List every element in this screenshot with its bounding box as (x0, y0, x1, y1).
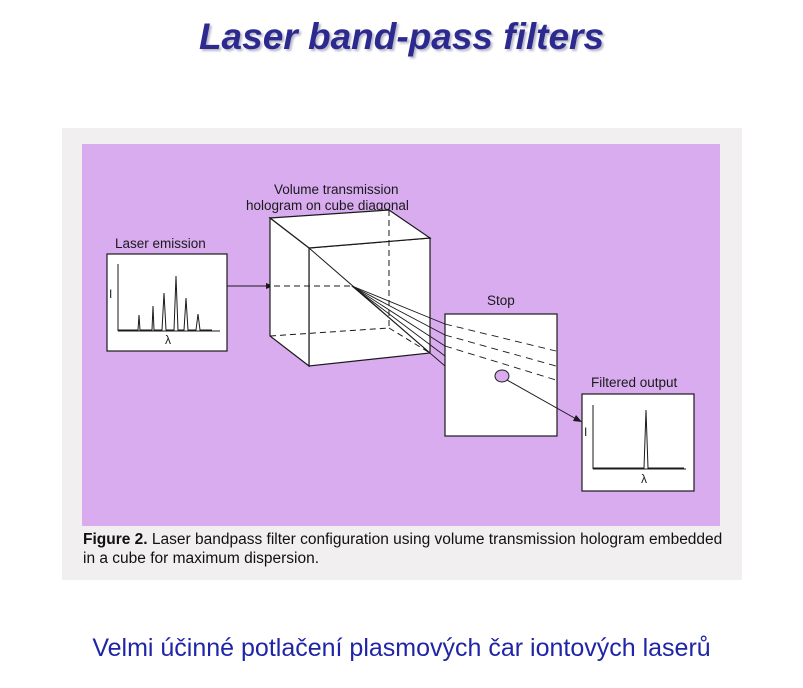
cube-hidden-edge-3 (388, 327, 431, 354)
figure-card: Laser emission I λ Volume transmission h… (62, 128, 742, 580)
stop-aperture (494, 369, 510, 383)
output-beam (506, 379, 579, 421)
caption-text: Laser bandpass filter configuration usin… (83, 531, 723, 567)
hologram-label-line1: Volume transmission (274, 182, 399, 197)
emission-intensity-label: I (109, 287, 112, 301)
emission-wavelength-label: λ (165, 333, 171, 347)
hologram-label-line2: hologram on cube diagonal (246, 198, 409, 213)
hologram-cube (268, 209, 432, 368)
figure-caption: Figure 2. Laser bandpass filter configur… (83, 530, 733, 568)
output-wavelength-label: λ (641, 472, 647, 486)
caption-lead: Figure 2. (83, 531, 148, 548)
slide-subtitle: Velmi účinné potlačení plasmových čar io… (92, 634, 711, 662)
laser-emission-spectrum: I λ (106, 253, 228, 352)
emission-peaks (118, 275, 212, 331)
laser-emission-label: Laser emission (115, 236, 206, 251)
output-intensity-label: I (584, 425, 587, 439)
filtered-output-label: Filtered output (591, 375, 678, 390)
stop-plate (444, 313, 558, 437)
slide-title: Laser band-pass filters (198, 16, 605, 57)
cube-left-face (269, 216, 310, 368)
stop-label: Stop (487, 293, 515, 308)
output-peak (593, 409, 684, 469)
figure-diagram: Laser emission I λ Volume transmission h… (82, 144, 720, 526)
cube-front-face (308, 237, 431, 367)
emission-box (106, 253, 228, 352)
output-beam-arrow (573, 415, 582, 422)
filtered-output-spectrum: I λ (581, 393, 695, 492)
output-box (581, 393, 695, 492)
